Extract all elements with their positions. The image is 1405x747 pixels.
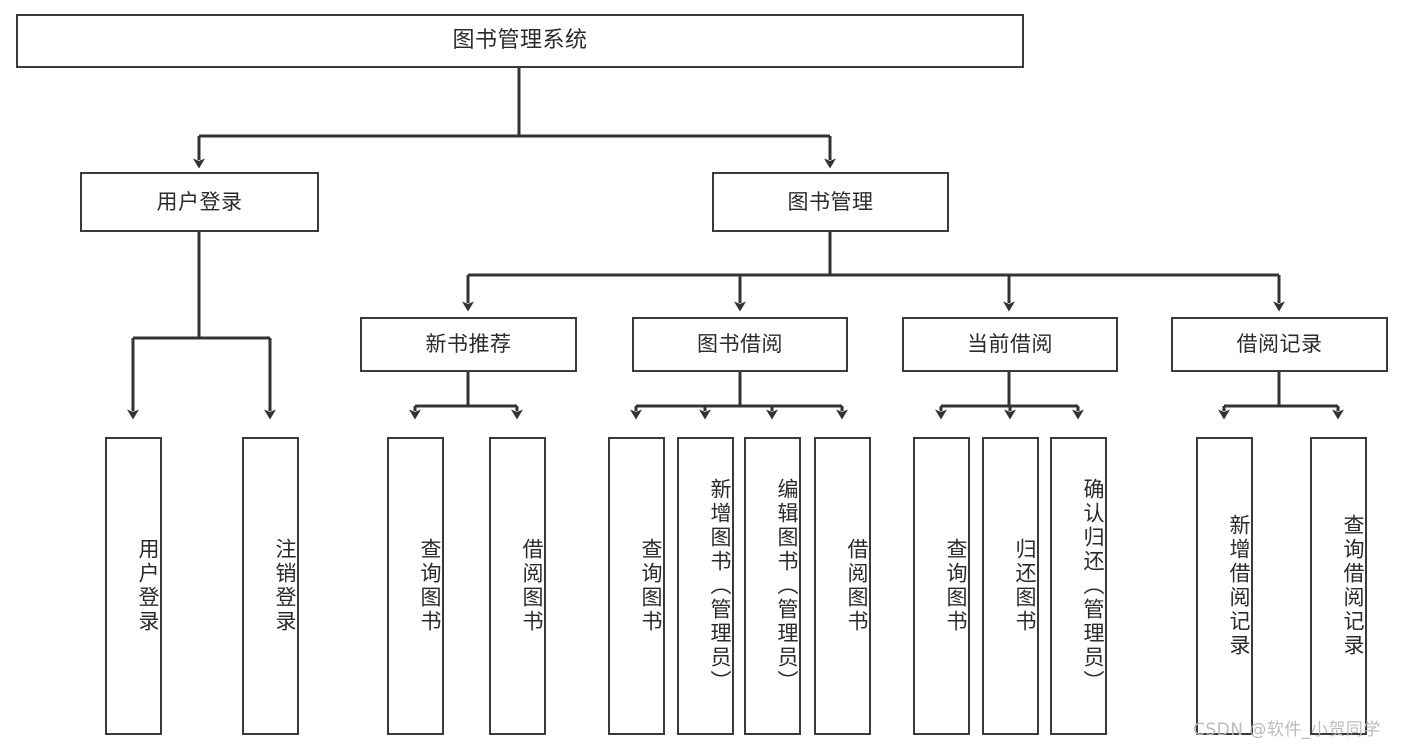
- node-book-management-label: 图书管理: [787, 189, 874, 214]
- leaf-edit-book-admin-label: 编辑图书（管理员）: [775, 478, 799, 694]
- leaf-confirm-return-admin[interactable]: 确认归还（管理员）: [1050, 437, 1107, 735]
- node-current-borrow[interactable]: 当前借阅: [902, 317, 1118, 372]
- leaf-logout-label: 注销登录: [273, 538, 297, 634]
- leaf-add-borrow-record-label: 新增借阅记录: [1227, 514, 1251, 658]
- leaf-borrow-book-recommend[interactable]: 借阅图书: [489, 437, 546, 735]
- leaf-query-book-recommend-label: 查询图书: [418, 538, 442, 634]
- leaf-borrow-book-label: 借阅图书: [845, 538, 869, 634]
- node-user-login-label: 用户登录: [156, 189, 243, 214]
- leaf-query-book-label: 查询图书: [639, 538, 663, 634]
- node-new-book-recommend-label: 新书推荐: [425, 332, 512, 357]
- leaf-user-login[interactable]: 用户登录: [105, 437, 162, 735]
- leaf-query-borrow-record[interactable]: 查询借阅记录: [1310, 437, 1367, 735]
- leaf-borrow-book[interactable]: 借阅图书: [814, 437, 871, 735]
- leaf-return-book-label: 归还图书: [1013, 538, 1037, 634]
- leaf-add-book-admin[interactable]: 新增图书（管理员）: [677, 437, 734, 735]
- node-user-login[interactable]: 用户登录: [80, 172, 319, 232]
- node-borrow-records[interactable]: 借阅记录: [1171, 317, 1388, 372]
- leaf-add-book-admin-label: 新增图书（管理员）: [708, 478, 732, 694]
- node-root-label: 图书管理系统: [452, 28, 588, 54]
- leaf-query-borrow-record-label: 查询借阅记录: [1341, 514, 1365, 658]
- leaf-user-login-label: 用户登录: [136, 538, 160, 634]
- node-new-book-recommend[interactable]: 新书推荐: [360, 317, 577, 372]
- leaf-query-book-recommend[interactable]: 查询图书: [387, 437, 444, 735]
- node-root[interactable]: 图书管理系统: [16, 14, 1024, 68]
- leaf-return-book[interactable]: 归还图书: [982, 437, 1039, 735]
- leaf-edit-book-admin[interactable]: 编辑图书（管理员）: [744, 437, 801, 735]
- watermark: CSDN @软件_小贺同学: [1193, 720, 1381, 740]
- leaf-query-book-current-label: 查询图书: [944, 538, 968, 634]
- node-current-borrow-label: 当前借阅: [967, 332, 1053, 357]
- node-book-management[interactable]: 图书管理: [712, 172, 949, 232]
- leaf-logout[interactable]: 注销登录: [242, 437, 299, 735]
- leaf-query-book-current[interactable]: 查询图书: [913, 437, 970, 735]
- leaf-query-book[interactable]: 查询图书: [608, 437, 665, 735]
- leaf-confirm-return-admin-label: 确认归还（管理员）: [1081, 478, 1105, 694]
- node-borrow-records-label: 借阅记录: [1236, 332, 1323, 357]
- node-book-borrow-label: 图书借阅: [697, 332, 783, 357]
- leaf-add-borrow-record[interactable]: 新增借阅记录: [1196, 437, 1253, 735]
- node-book-borrow[interactable]: 图书借阅: [632, 317, 848, 372]
- leaf-borrow-book-recommend-label: 借阅图书: [520, 538, 544, 634]
